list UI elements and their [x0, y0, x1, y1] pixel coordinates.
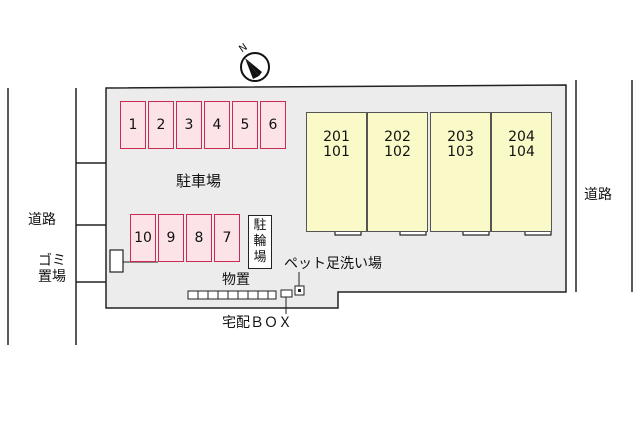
parking-slot-7: 7 [214, 214, 240, 262]
bicycle-parking-char-2: 輪 [253, 234, 267, 249]
garbage-label-line2: 置場 [38, 269, 66, 285]
parking-slot-4: 4 [204, 101, 230, 149]
unit-upper-number: 202 [384, 129, 411, 145]
unit-lower-number: 101 [323, 144, 350, 160]
delivery-box-label: 宅配ＢＯＸ [222, 315, 292, 331]
unit-lower-number: 102 [384, 144, 411, 160]
parking-label: 駐車場 [176, 172, 222, 190]
storage-label: 物置 [222, 272, 250, 288]
unit-upper-number: 204 [508, 129, 535, 145]
parking-slot-9: 9 [158, 214, 184, 262]
parking-slot-2: 2 [148, 101, 174, 149]
delivery-box-shape [280, 289, 293, 298]
bicycle-parking-char-1: 駐 [253, 218, 267, 233]
left-road-label: 道路 [28, 212, 56, 228]
unit-upper-number: 203 [447, 129, 474, 145]
compass-icon [240, 52, 270, 82]
unit-lower-number: 104 [508, 144, 535, 160]
parking-slot-8: 8 [186, 214, 212, 262]
parking-slot-5: 5 [232, 101, 258, 149]
garbage-label-line1: ゴミ [38, 253, 66, 269]
bicycle-parking: 駐 輪 場 [248, 215, 272, 269]
parking-slot-10: 10 [130, 214, 156, 262]
bicycle-parking-char-3: 場 [253, 250, 267, 265]
unit-upper-number: 201 [323, 129, 350, 145]
storage-row [187, 290, 277, 300]
parking-slot-6: 6 [260, 101, 286, 149]
pet-wash-label: ペット足洗い場 [284, 256, 382, 272]
unit-lower-number: 103 [447, 144, 474, 160]
parking-slot-1: 1 [120, 101, 146, 149]
parking-slot-3: 3 [176, 101, 202, 149]
right-road-label: 道路 [584, 187, 612, 203]
garbage-station-box [109, 249, 124, 273]
